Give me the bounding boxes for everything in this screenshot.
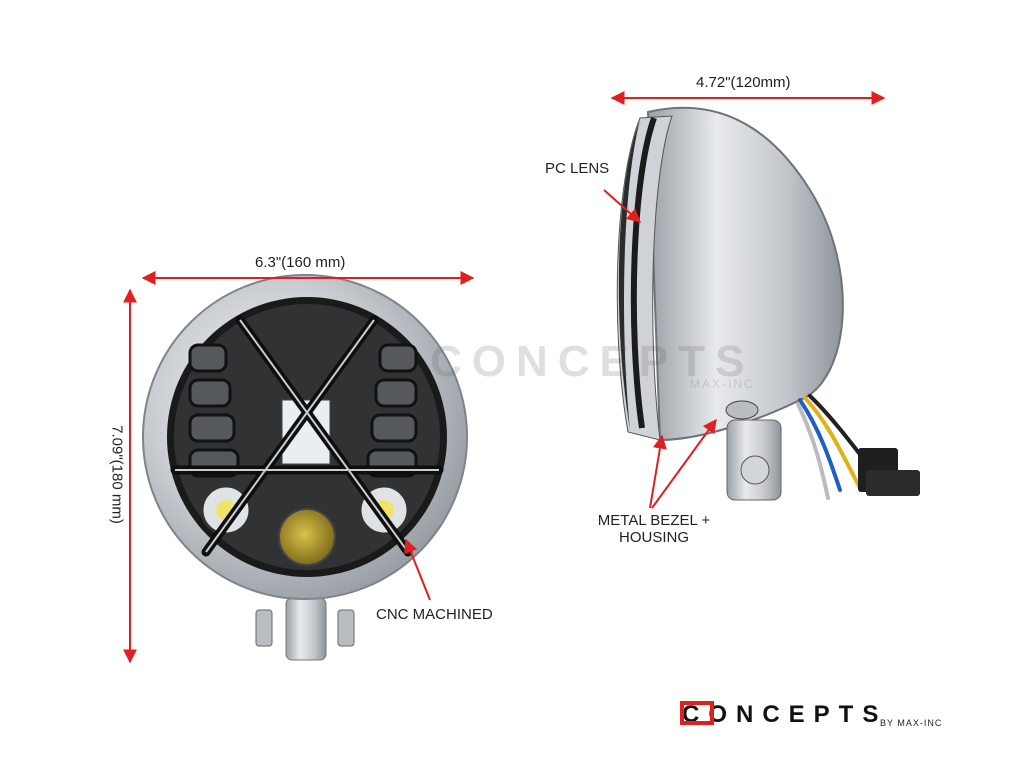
brand-logo-text: CONCEPTS — [682, 701, 887, 728]
metal-bezel-label: METAL BEZEL + HOUSING — [594, 512, 714, 546]
front-view-headlight — [142, 274, 468, 661]
brand-logo: CONCEPTS — [680, 701, 887, 728]
metal-bezel-label-line2: HOUSING — [618, 529, 689, 546]
bezel-pointer-right — [651, 418, 717, 509]
watermark: CONCEPTS MAX-INC — [430, 337, 755, 391]
watermark-text: CONCEPTS — [430, 337, 754, 386]
pc-lens-pointer — [603, 189, 642, 223]
brand-sub-label: BY MAX-INC — [880, 718, 943, 728]
side-view-headlight — [616, 106, 920, 501]
watermark-sub: MAX-INC — [690, 377, 755, 391]
pc-lens-label: PC LENS — [545, 160, 610, 177]
cnc-machined-label: CNC MACHINED — [376, 606, 493, 623]
bezel-pointer-left — [649, 434, 667, 509]
cnc-pointer — [404, 538, 431, 601]
metal-bezel-label-line1: METAL BEZEL + — [597, 512, 711, 529]
height-front-label: 7.09"(180 mm) — [108, 425, 126, 524]
width-side-label: 4.72"(120mm) — [696, 74, 791, 91]
width-front-label: 6.3"(160 mm) — [255, 254, 346, 271]
